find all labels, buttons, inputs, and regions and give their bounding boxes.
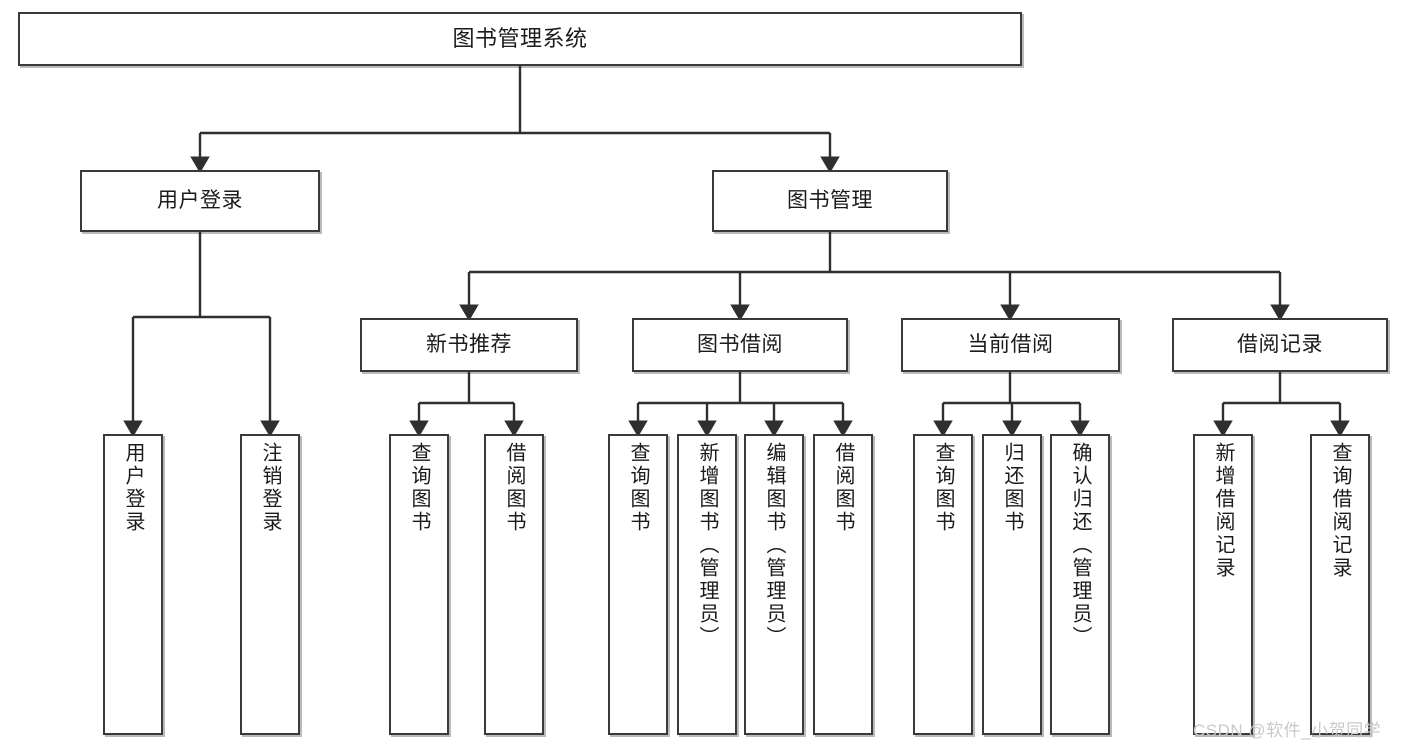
node-root[interactable]: 图书管理系统: [18, 12, 1022, 66]
node-leaf-add-borrow-record[interactable]: 新增借阅记录: [1193, 434, 1253, 735]
node-leaf-logout-login-label: 注销登录: [259, 442, 281, 534]
node-leaf-edit-book-admin-label: 编辑图书（管理员）: [763, 442, 785, 649]
node-user-login[interactable]: 用户登录: [80, 170, 320, 232]
node-borrow-record[interactable]: 借阅记录: [1172, 318, 1388, 372]
node-current-borrow[interactable]: 当前借阅: [901, 318, 1120, 372]
node-leaf-logout-login[interactable]: 注销登录: [240, 434, 300, 735]
node-leaf-add-borrow-record-label: 新增借阅记录: [1212, 442, 1234, 580]
node-leaf-confirm-return-admin[interactable]: 确认归还（管理员）: [1050, 434, 1110, 735]
csdn-watermark: CSDN @软件_小贺同学: [1193, 721, 1382, 740]
node-borrow-record-label: 借阅记录: [1237, 333, 1323, 357]
node-leaf-query-book-current[interactable]: 查询图书: [913, 434, 973, 735]
node-book-management[interactable]: 图书管理: [712, 170, 948, 232]
node-leaf-query-book-borrow[interactable]: 查询图书: [608, 434, 668, 735]
node-leaf-query-borrow-record[interactable]: 查询借阅记录: [1310, 434, 1370, 735]
node-book-management-label: 图书管理: [787, 189, 873, 213]
node-leaf-query-book-recommend-label: 查询图书: [408, 442, 430, 534]
node-root-label: 图书管理系统: [452, 25, 588, 51]
node-leaf-query-book-borrow-label: 查询图书: [627, 442, 649, 534]
node-leaf-query-book-recommend[interactable]: 查询图书: [389, 434, 449, 735]
node-book-borrow-label: 图书借阅: [697, 333, 783, 357]
node-leaf-return-book-label: 归还图书: [1001, 442, 1023, 534]
node-current-borrow-label: 当前借阅: [967, 333, 1054, 357]
node-leaf-edit-book-admin[interactable]: 编辑图书（管理员）: [744, 434, 804, 735]
node-leaf-user-login[interactable]: 用户登录: [103, 434, 163, 735]
node-leaf-confirm-return-admin-label: 确认归还（管理员）: [1069, 442, 1091, 649]
node-user-login-label: 用户登录: [157, 189, 243, 213]
node-book-borrow[interactable]: 图书借阅: [632, 318, 848, 372]
node-leaf-borrow-book-label: 借阅图书: [832, 442, 854, 534]
node-new-book-recommend[interactable]: 新书推荐: [360, 318, 578, 372]
node-leaf-add-book-admin[interactable]: 新增图书（管理员）: [677, 434, 737, 735]
node-leaf-borrow-book-recommend[interactable]: 借阅图书: [484, 434, 544, 735]
node-leaf-user-login-label: 用户登录: [122, 442, 144, 534]
node-leaf-query-book-current-label: 查询图书: [932, 442, 954, 534]
node-new-book-recommend-label: 新书推荐: [426, 333, 512, 357]
node-leaf-borrow-book[interactable]: 借阅图书: [813, 434, 873, 735]
node-leaf-add-book-admin-label: 新增图书（管理员）: [696, 442, 718, 649]
node-leaf-borrow-book-recommend-label: 借阅图书: [503, 442, 525, 534]
node-leaf-query-borrow-record-label: 查询借阅记录: [1329, 442, 1351, 580]
node-leaf-return-book[interactable]: 归还图书: [982, 434, 1042, 735]
